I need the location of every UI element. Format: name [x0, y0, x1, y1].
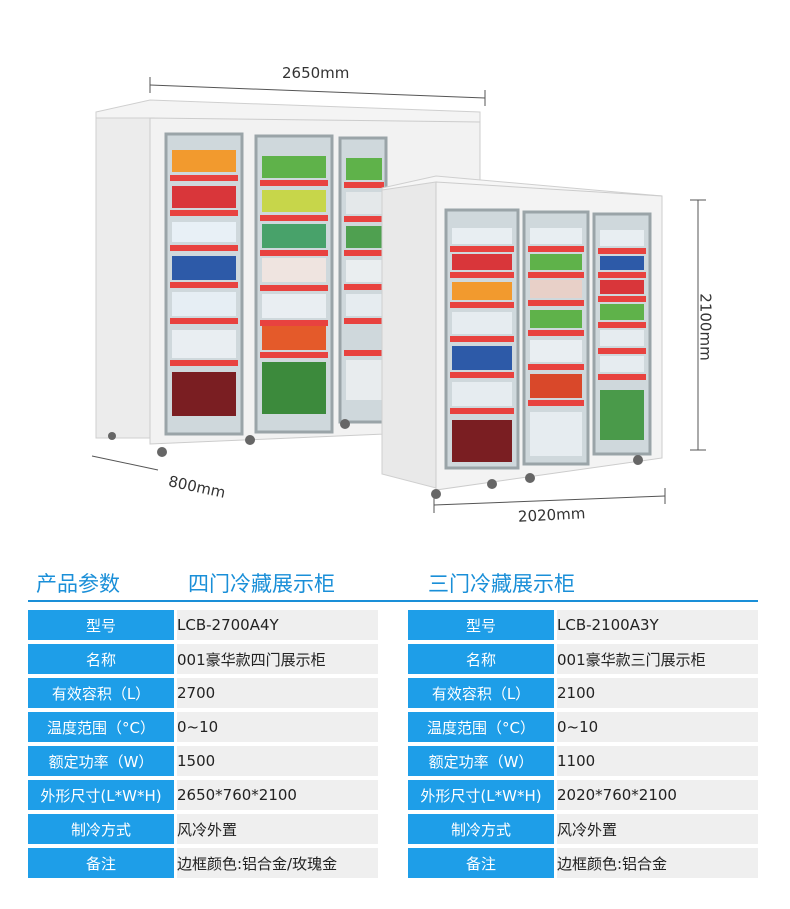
spec-label: 名称	[28, 644, 174, 674]
spec-label: 型号	[408, 610, 554, 640]
spec-label: 额定功率（W）	[408, 746, 554, 776]
table-row: 外形尺寸(L*W*H)2650*760*2100	[28, 780, 378, 810]
spec-label: 外形尺寸(L*W*H)	[408, 780, 554, 810]
table-row: 有效容积（L）2100	[408, 678, 758, 708]
spec-label: 温度范围（°C）	[408, 712, 554, 742]
spec-label: 制冷方式	[28, 814, 174, 844]
spec-label: 名称	[408, 644, 554, 674]
spec-label: 备注	[28, 848, 174, 878]
spec-value: 0~10	[177, 712, 378, 742]
spec-value: 2650*760*2100	[177, 780, 378, 810]
spec-value: 2020*760*2100	[557, 780, 758, 810]
table-row: 外形尺寸(L*W*H)2020*760*2100	[408, 780, 758, 810]
table-row: 备注边框颜色:铝合金	[408, 848, 758, 878]
dimension-label-width-3door: 2020mm	[517, 504, 586, 526]
spec-value: 001豪华款四门展示柜	[177, 644, 378, 674]
dimension-line-height	[690, 199, 706, 451]
spec-label: 型号	[28, 610, 174, 640]
spec-value: 2100	[557, 678, 758, 708]
spec-label: 备注	[408, 848, 554, 878]
dimension-line-depth	[91, 455, 159, 471]
spec-value: 1500	[177, 746, 378, 776]
spec-value: 风冷外置	[177, 814, 378, 844]
spec-value: 边框颜色:铝合金	[557, 848, 758, 878]
model-b-title: 三门冷藏展示柜	[428, 572, 575, 596]
table-row: 备注边框颜色:铝合金/玫瑰金	[28, 848, 378, 878]
spec-value: LCB-2100A3Y	[557, 610, 758, 640]
spec-label: 温度范围（°C）	[28, 712, 174, 742]
spec-label: 额定功率（W）	[28, 746, 174, 776]
three-door-fridge	[381, 175, 663, 499]
product-illustration	[91, 77, 706, 513]
dimension-label-height: 2100mm	[696, 293, 715, 361]
spec-value: 1100	[557, 746, 758, 776]
section-divider	[28, 600, 758, 602]
spec-value: LCB-2700A4Y	[177, 610, 378, 640]
spec-value: 风冷外置	[557, 814, 758, 844]
spec-label: 有效容积（L）	[408, 678, 554, 708]
spec-label: 有效容积（L）	[28, 678, 174, 708]
table-row: 额定功率（W）1100	[408, 746, 758, 776]
table-row: 额定功率（W）1500	[28, 746, 378, 776]
dimension-line-width-3door	[433, 488, 666, 513]
spec-value: 边框颜色:铝合金/玫瑰金	[177, 848, 378, 878]
table-row: 制冷方式风冷外置	[408, 814, 758, 844]
table-row: 制冷方式风冷外置	[28, 814, 378, 844]
params-title: 产品参数	[36, 572, 120, 596]
dimension-label-width-4door: 2650mm	[282, 64, 350, 82]
spec-value: 2700	[177, 678, 378, 708]
spec-label: 外形尺寸(L*W*H)	[28, 780, 174, 810]
model-a-title: 四门冷藏展示柜	[188, 572, 335, 596]
table-row: 有效容积（L）2700	[28, 678, 378, 708]
table-row: 温度范围（°C）0~10	[28, 712, 378, 742]
spec-value: 001豪华款三门展示柜	[557, 644, 758, 674]
table-row: 温度范围（°C）0~10	[408, 712, 758, 742]
spec-label: 制冷方式	[408, 814, 554, 844]
spec-value: 0~10	[557, 712, 758, 742]
dimension-line-width-4door	[149, 77, 486, 106]
